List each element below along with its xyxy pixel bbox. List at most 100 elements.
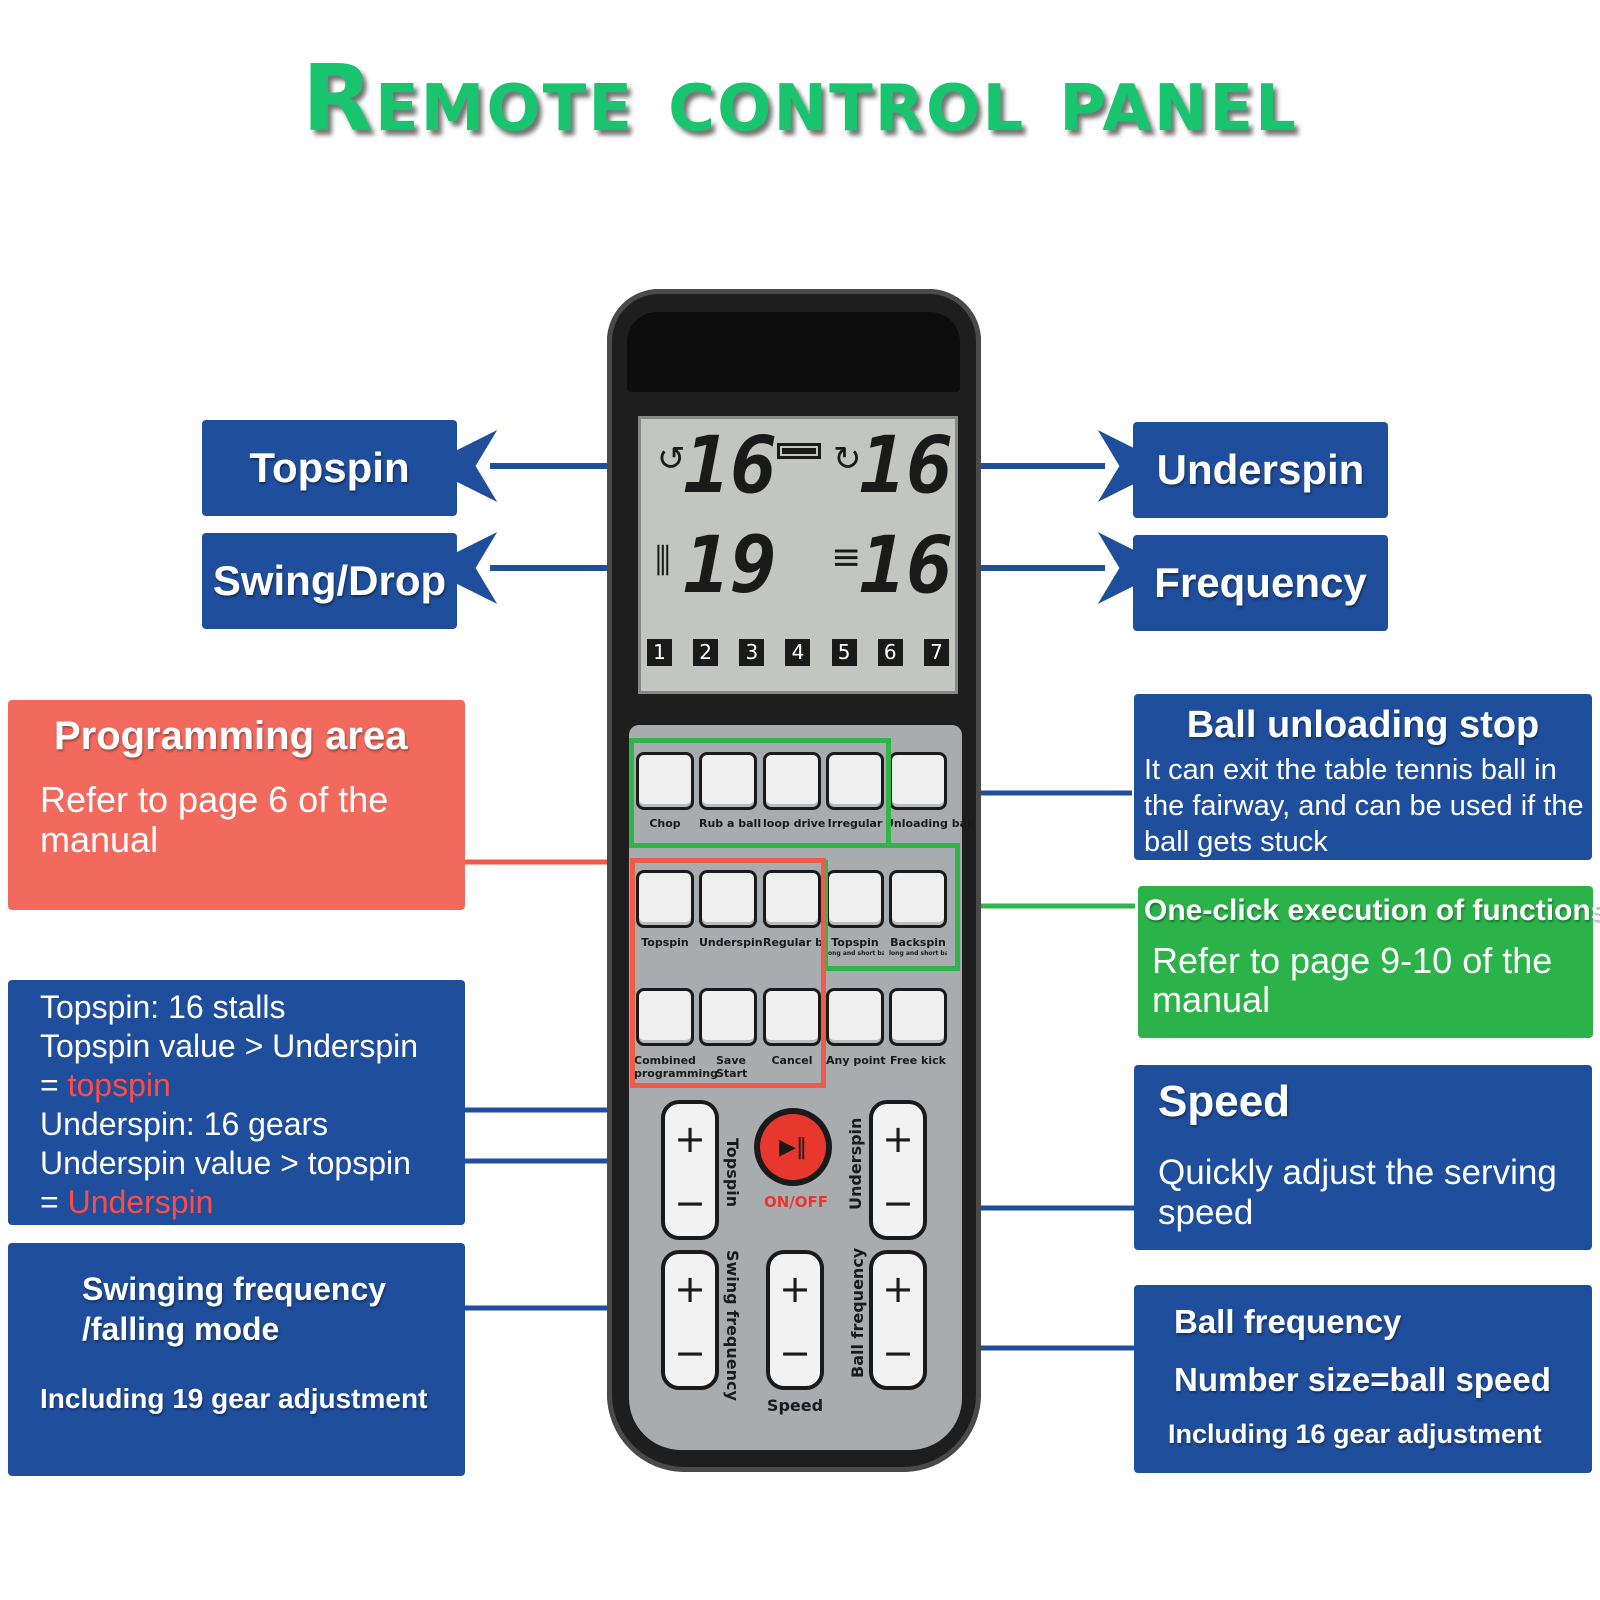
ball-frequency-minus-button[interactable]: −	[882, 1331, 914, 1375]
swinging-title-2: /falling mode	[82, 1311, 280, 1347]
topspin-button[interactable]	[636, 870, 694, 928]
speed-plus-button[interactable]: +	[779, 1267, 811, 1311]
one-click-callout: One-click execution of functions Refer t…	[1138, 886, 1600, 1038]
remote-top-window	[627, 312, 960, 392]
topspin-long-short-label: Topspin	[831, 936, 879, 949]
one-click-outline-bottom	[823, 966, 960, 971]
underspin-rocker-label: Underspin	[846, 1117, 865, 1210]
underspin-button-label: Underspin	[699, 936, 763, 949]
swinging-callout: Swinging frequency /falling mode Includi…	[8, 1243, 465, 1476]
backspin-long-short-button[interactable]	[889, 870, 947, 928]
cancel-button[interactable]	[763, 988, 821, 1046]
spin-info-callout: Topspin: 16 stalls Topspin value > Under…	[8, 980, 465, 1225]
spin-info-line-4: Underspin: 16 gears	[40, 1106, 329, 1142]
regular-ball-label: Regular ba	[763, 936, 821, 949]
swing-drop-callout: Swing/Drop	[202, 533, 457, 629]
spin-info-line-6: = Underspin	[40, 1183, 418, 1222]
one-click-outline-step	[886, 738, 891, 848]
battery-icon	[777, 443, 821, 459]
free-kick-label: Free kick	[890, 1054, 946, 1067]
swing-minus-button[interactable]: −	[674, 1331, 706, 1375]
ball-frequency-title: Ball frequency	[1174, 1303, 1402, 1340]
swing-plus-button[interactable]: +	[674, 1267, 706, 1311]
lcd-swing-value: 19	[683, 521, 777, 611]
lcd-program-slots: 1 2 3 4 5 6 7	[647, 639, 949, 666]
speed-title: Speed	[1158, 1077, 1291, 1126]
topspin-long-short-sublabel: long and short ball	[826, 950, 884, 957]
backspin-long-short-sublabel: long and short ball	[889, 950, 947, 957]
topspin-minus-button[interactable]: −	[674, 1181, 706, 1225]
power-button[interactable]: ▶‖	[760, 1114, 826, 1180]
ball-frequency-plus-button[interactable]: +	[882, 1267, 914, 1311]
speed-callout: Speed Quickly adjust the serving speed	[1134, 1065, 1592, 1250]
combined-programming-button[interactable]	[636, 988, 694, 1046]
topspin-indicator-icon: ↺	[657, 439, 686, 479]
ball-unloading-body: It can exit the table tennis ball in the…	[1144, 754, 1584, 858]
program-slot: 6	[877, 639, 903, 666]
free-kick-button[interactable]	[889, 988, 947, 1046]
loop-drive-label: loop drive	[763, 817, 826, 830]
topspin-plus-button[interactable]: +	[674, 1117, 706, 1161]
power-label: ON/OFF	[764, 1193, 829, 1211]
save-start-label: Save Start	[716, 1054, 748, 1080]
swinging-title-1: Swinging frequency	[82, 1271, 387, 1307]
rub-a-ball-button[interactable]	[699, 752, 757, 810]
underspin-indicator-icon: ↻	[833, 439, 862, 479]
underspin-callout-label: Underspin	[1156, 446, 1365, 493]
frequency-callout-label: Frequency	[1154, 559, 1367, 606]
chop-button[interactable]	[636, 752, 694, 810]
underspin-button[interactable]	[699, 870, 757, 928]
underspin-plus-button[interactable]: +	[882, 1117, 914, 1161]
any-point-label: Any point	[826, 1054, 886, 1067]
spin-info-line-6-prefix: =	[40, 1184, 68, 1220]
page-title: Remote control panel	[302, 45, 1298, 152]
spin-info-topspin-highlight: topspin	[67, 1067, 171, 1103]
one-click-title: One-click execution of functions	[1144, 894, 1600, 927]
spin-info-line-3-prefix: =	[40, 1067, 68, 1103]
lcd-underspin-value: 16	[859, 421, 953, 511]
program-slot: 2	[693, 639, 719, 666]
speed-rocker-label: Speed	[766, 1396, 824, 1415]
lcd-topspin-value: 16	[683, 421, 777, 511]
topspin-rocker-label: Topspin	[723, 1138, 742, 1208]
swing-rocker-label: Swing frequency	[723, 1250, 742, 1401]
topspin-callout-label: Topspin	[249, 444, 410, 491]
topspin-rocker[interactable]: + −	[661, 1100, 719, 1240]
backspin-long-short-label: Backspin	[890, 936, 946, 949]
speed-minus-button[interactable]: −	[779, 1331, 811, 1375]
loop-drive-button[interactable]	[763, 752, 821, 810]
programming-outline	[630, 858, 826, 1088]
unloading-ball-button[interactable]	[889, 752, 947, 810]
speed-rocker[interactable]: + −	[766, 1250, 824, 1390]
swing-rocker[interactable]: + −	[661, 1250, 719, 1390]
save-start-button[interactable]	[699, 988, 757, 1046]
topspin-long-short-button[interactable]	[826, 870, 884, 928]
programming-area-title: Programming area	[54, 714, 408, 758]
spin-info-line-2: Topspin value > Underspin	[40, 1028, 419, 1064]
any-point-button[interactable]	[826, 988, 884, 1046]
topspin-callout: Topspin	[202, 420, 457, 516]
underspin-minus-button[interactable]: −	[882, 1181, 914, 1225]
frequency-indicator-icon: ≡	[831, 537, 862, 578]
irregular-button[interactable]	[826, 752, 884, 810]
spin-info-line-5: Underspin value > topspin	[40, 1145, 411, 1181]
chop-label: Chop	[649, 817, 681, 830]
spin-info-text: Topspin: 16 stalls Topspin value > Under…	[40, 988, 418, 1222]
swinging-body: Including 19 gear adjustment	[40, 1383, 428, 1414]
programming-area-callout: Programming area Refer to page 6 of the …	[8, 700, 465, 910]
swing-indicator-icon: ⫼	[655, 541, 671, 581]
play-pause-icon: ▶‖	[779, 1134, 807, 1160]
spin-info-underspin-highlight: Underspin	[67, 1184, 214, 1220]
ball-frequency-rocker[interactable]: + −	[869, 1250, 927, 1390]
spin-info-line-3: = topspin	[40, 1066, 418, 1105]
programming-area-body: Refer to page 6 of the manual	[40, 779, 389, 860]
rub-a-ball-label: Rub a ball	[699, 817, 762, 830]
frequency-callout: Frequency	[1133, 535, 1388, 631]
irregular-label: Irregular	[827, 817, 883, 830]
one-click-outline-mid	[629, 843, 960, 848]
one-click-outline-right	[955, 843, 960, 971]
program-slot: 5	[831, 639, 857, 666]
underspin-rocker[interactable]: + −	[869, 1100, 927, 1240]
program-slot: 3	[739, 639, 765, 666]
regular-ball-button[interactable]	[763, 870, 821, 928]
